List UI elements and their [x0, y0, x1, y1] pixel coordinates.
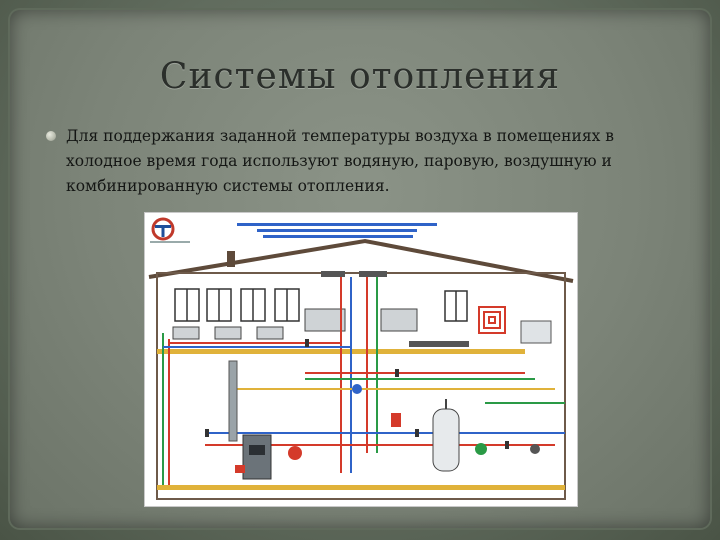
house-roof: [148, 238, 574, 283]
manifolds: [321, 271, 552, 347]
heating-mains: [163, 342, 565, 446]
floor-slab-upper: [157, 349, 517, 354]
heating-schematic-svg: [148, 217, 574, 500]
bullet-dot-icon: [46, 131, 56, 141]
schematic-caption-lines: [237, 223, 437, 238]
bullet-text: Для поддержания заданной температуры воз…: [66, 127, 614, 195]
boiler-icon: [228, 360, 272, 480]
valves: [205, 339, 509, 449]
water-heater-tank-icon: [432, 399, 460, 472]
windows-upper: [174, 288, 468, 322]
underfloor-coil: [478, 306, 506, 334]
heating-schematic-figure: [144, 212, 578, 507]
pumps-and-vessels: [288, 384, 540, 460]
bullet-item: Для поддержания заданной температуры воз…: [46, 124, 676, 199]
radiators-upper: [172, 308, 418, 340]
floor-slab-lower: [157, 485, 565, 490]
slide-title: Системы отопления: [159, 56, 561, 97]
company-logo-icon: [150, 217, 190, 243]
heating-risers: [162, 277, 378, 485]
